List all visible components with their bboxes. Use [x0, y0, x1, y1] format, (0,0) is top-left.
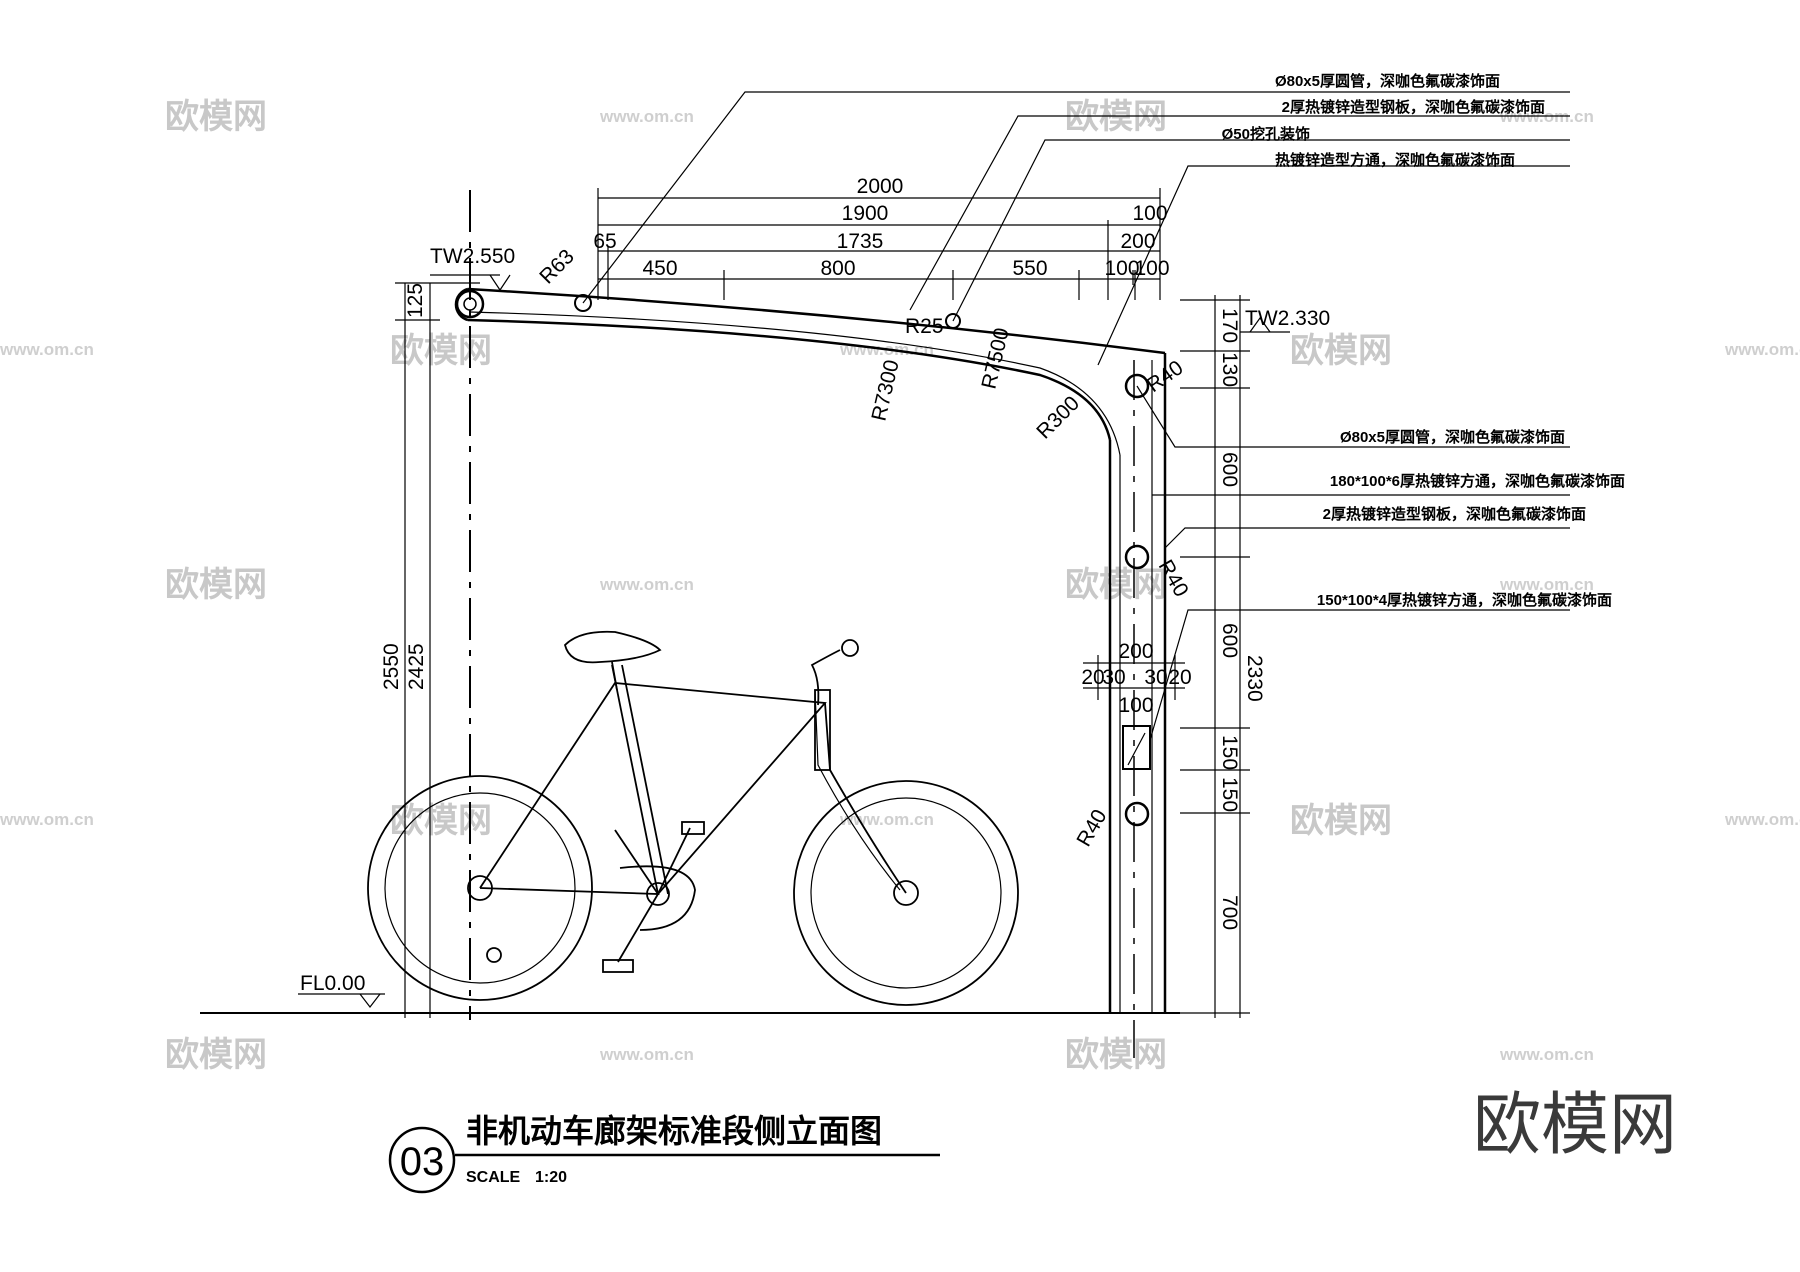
tube-r40-mid — [1124, 544, 1150, 570]
watermark-brand: 欧模网 — [1065, 1036, 1167, 1074]
left-dimensions — [395, 274, 511, 1018]
tube-r63 — [574, 294, 592, 312]
dim-column-100: 100 — [1118, 694, 1153, 717]
dim-column-20-right: 20 — [1168, 666, 1191, 689]
watermark-url: www.om.cn — [599, 107, 694, 126]
watermark-brand: 欧模网 — [165, 1036, 267, 1074]
note-round-tube-top: Ø80x5厚圆管，深咖色氟碳漆饰面 — [1275, 72, 1500, 90]
top-dimensions — [597, 188, 1161, 300]
note-round-tube-column: Ø80x5厚圆管，深咖色氟碳漆饰面 — [1340, 428, 1565, 446]
watermark-brand: 欧模网 — [390, 332, 492, 370]
note-hole-decoration: Ø50挖孔装饰 — [1222, 125, 1310, 143]
watermark-brand: 欧模网 — [1290, 332, 1392, 370]
drawing-title: 非机动车廊架标准段侧立面图 — [466, 1113, 882, 1149]
level-tw-left: TW2.550 — [430, 245, 515, 268]
note-square-tube-180: 180*100*6厚热镀锌方通，深咖色氟碳漆饰面 — [1330, 472, 1625, 490]
tube-end-circle — [455, 289, 485, 319]
dim-100-a: 100 — [1104, 257, 1139, 280]
right-dimensions — [1180, 295, 1290, 1018]
watermark-brand: 欧模网 — [1065, 566, 1167, 604]
radius-r40-low: R40 — [1072, 806, 1111, 851]
dim-100-top: 100 — [1132, 202, 1167, 225]
dim-800: 800 — [820, 257, 855, 280]
dim-150-a: 150 — [1218, 735, 1241, 770]
dim-130: 130 — [1218, 352, 1241, 387]
watermark-brand: 欧模网 — [1065, 98, 1167, 136]
dim-column-200: 200 — [1118, 640, 1153, 663]
note-square-tube-beam: 热镀锌造型方通，深咖色氟碳漆饰面 — [1275, 151, 1515, 169]
radius-r7500: R7500 — [977, 326, 1013, 391]
scale-value: 1:20 — [535, 1169, 567, 1186]
drawing-number: 03 — [400, 1140, 445, 1184]
note-square-tube-150: 150*100*4厚热镀锌方通，深咖色氟碳漆饰面 — [1317, 591, 1612, 609]
watermark-brand: 欧模网 — [165, 566, 267, 604]
hole-r25 — [945, 313, 961, 329]
dim-2425: 2425 — [405, 643, 428, 690]
watermark-url: www.om.cn — [1499, 575, 1594, 594]
level-tw-right: TW2.330 — [1245, 307, 1330, 330]
scale-label: SCALE — [466, 1169, 521, 1186]
dim-column-30-left: 30 — [1102, 666, 1125, 689]
dim-column-20-left: 20 — [1081, 666, 1104, 689]
bicycle — [367, 630, 1019, 1006]
radius-r63: R63 — [535, 245, 579, 289]
column-dimensions — [1083, 655, 1185, 700]
watermark-url: www.om.cn — [599, 1045, 694, 1064]
dim-170: 170 — [1218, 308, 1241, 343]
dim-150-b: 150 — [1218, 777, 1241, 812]
title-block: 03 非机动车廊架标准段侧立面图 SCALE 1:20 — [388, 1113, 940, 1194]
column-plate-opening — [1122, 725, 1151, 770]
dim-125: 125 — [404, 283, 427, 318]
dim-100-b: 100 — [1134, 257, 1169, 280]
watermark-url: www.om.cn — [599, 575, 694, 594]
dim-2000: 2000 — [857, 175, 904, 198]
note-steel-plate-column: 2厚热镀锌造型钢板，深咖色氟碳漆饰面 — [1323, 505, 1586, 523]
tube-end-inner — [463, 297, 477, 311]
dim-1735: 1735 — [837, 230, 884, 253]
note-steel-plate-top: 2厚热镀锌造型钢板，深咖色氟碳漆饰面 — [1282, 98, 1545, 116]
dim-600-b: 600 — [1218, 623, 1241, 658]
tube-r40-top — [1124, 373, 1150, 399]
watermark-url: www.om.cn — [1724, 340, 1800, 359]
watermark-brand: 欧模网 — [390, 802, 492, 840]
radius-r25: R25 — [905, 315, 944, 338]
dim-450: 450 — [642, 257, 677, 280]
watermark-url: www.om.cn — [1724, 810, 1800, 829]
corner-logo: 欧模网 — [1473, 1087, 1677, 1163]
radius-r7300: R7300 — [867, 358, 903, 423]
dim-1900: 1900 — [842, 202, 889, 225]
rear-wheel — [367, 775, 593, 1001]
dim-700: 700 — [1218, 895, 1241, 930]
watermarks: 欧模网 www.om.cn 欧模网 www.om.cn www.om.cn 欧模… — [0, 98, 1800, 1074]
watermark-url: www.om.cn — [0, 340, 94, 359]
dim-column-30-right: 30 — [1144, 666, 1167, 689]
radius-r300: R300 — [1032, 392, 1084, 444]
canopy-frame — [454, 287, 1167, 1013]
front-wheel — [793, 780, 1019, 1006]
dim-2550: 2550 — [380, 643, 403, 690]
dim-2330: 2330 — [1243, 655, 1266, 702]
watermark-url: www.om.cn — [1499, 1045, 1594, 1064]
dim-200-top: 200 — [1120, 230, 1155, 253]
dim-600-a: 600 — [1218, 452, 1241, 487]
floor-level-marker — [298, 993, 385, 1008]
watermark-brand: 欧模网 — [165, 98, 267, 136]
watermark-brand: 欧模网 — [1290, 802, 1392, 840]
dim-550: 550 — [1012, 257, 1047, 280]
level-floor: FL0.00 — [300, 972, 365, 995]
tube-r40-low — [1124, 801, 1150, 827]
leader-lines — [582, 91, 1570, 741]
dim-65: 65 — [593, 230, 616, 253]
watermark-url: www.om.cn — [0, 810, 94, 829]
